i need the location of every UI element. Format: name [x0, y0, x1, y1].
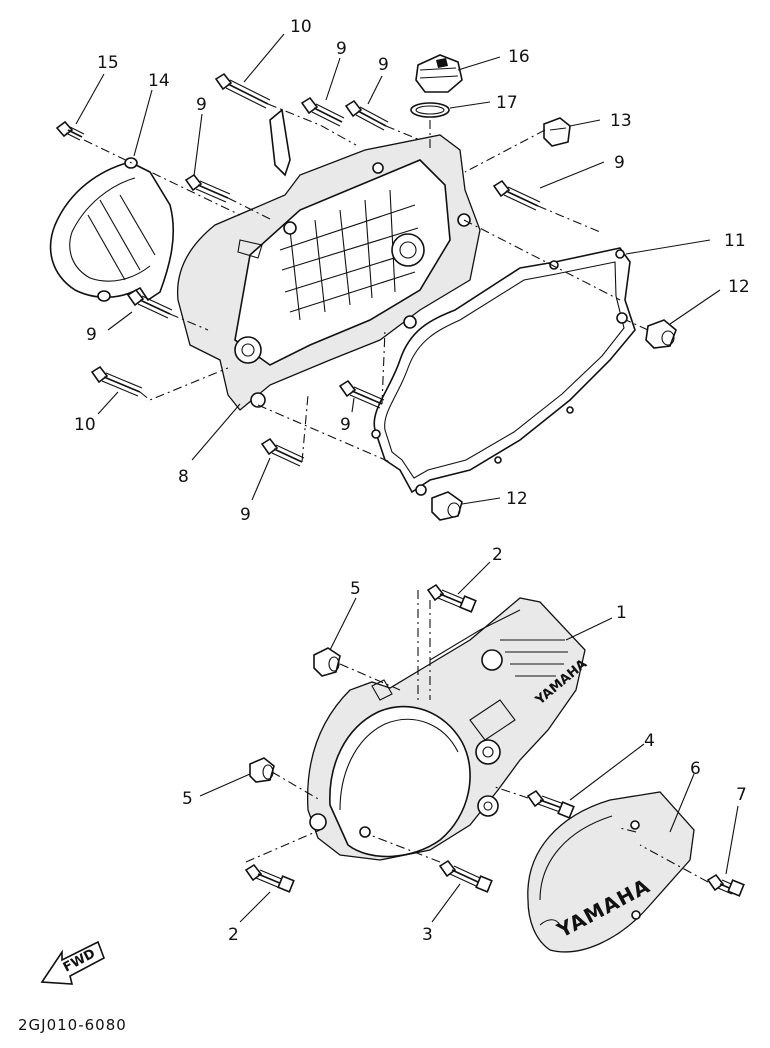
- part-5-dowel-upper: [313, 647, 341, 677]
- callout-9-b: 9: [378, 55, 389, 75]
- screw-10-top: [214, 72, 271, 109]
- alignment-lines-upper: [83, 103, 649, 463]
- callout-4: 4: [644, 731, 655, 751]
- screw-9-a: [300, 96, 345, 127]
- screw-9-d: [492, 179, 541, 211]
- callout-12-lower: 12: [506, 489, 528, 509]
- callout-labels: 15 14 10 9 9 9 16 17 13 9 11 12 9 10 9 8…: [74, 17, 750, 945]
- callout-3: 3: [422, 925, 433, 945]
- part-17-o-ring: [410, 102, 450, 118]
- screw-9-g: [260, 437, 305, 467]
- callout-5-top: 5: [350, 579, 361, 599]
- screw-9-b: [344, 99, 389, 131]
- drawing-code: 2GJ010-6080: [18, 1016, 127, 1034]
- callout-2-top: 2: [492, 545, 503, 565]
- callout-8: 8: [178, 467, 189, 487]
- callout-12-upper: 12: [728, 277, 750, 297]
- callout-16: 16: [508, 47, 530, 67]
- screw-7: [706, 873, 745, 897]
- screw-10-left: [90, 365, 143, 397]
- screw-3: [438, 859, 493, 893]
- part-12-dowel-lower: [431, 491, 463, 521]
- part-13-cap: [543, 117, 571, 147]
- callout-9-e: 9: [86, 325, 97, 345]
- callout-10-top: 10: [290, 17, 312, 37]
- callout-17: 17: [496, 93, 518, 113]
- callout-9-a: 9: [336, 39, 347, 59]
- part-5-dowel-lower: [249, 757, 275, 783]
- screw-4: [526, 789, 575, 819]
- screw-2-left: [244, 863, 295, 893]
- screw-9-f: [338, 379, 385, 409]
- callout-15: 15: [97, 53, 119, 73]
- callout-9-f: 9: [340, 415, 351, 435]
- part-12-dowel-upper: [645, 319, 677, 349]
- callout-2-left: 2: [228, 925, 239, 945]
- callout-10-left: 10: [74, 415, 96, 435]
- part-14-round-cover: [49, 157, 175, 302]
- screw-9-e: [126, 288, 173, 319]
- callout-5-left: 5: [182, 789, 193, 809]
- callout-11: 11: [724, 231, 746, 251]
- callout-1: 1: [616, 603, 627, 623]
- callout-9-g: 9: [240, 505, 251, 525]
- callout-9-d: 9: [614, 153, 625, 173]
- callout-7: 7: [736, 785, 747, 805]
- screw-9-c: [184, 173, 231, 203]
- part-8-crankcase-cover: [176, 108, 481, 411]
- part-1-crankcase-cover-outer: YAMAHA: [306, 597, 590, 861]
- part-16-oil-filler-plug: [415, 54, 463, 93]
- alignment-lines-lower: [245, 590, 709, 883]
- screw-15: [55, 120, 85, 141]
- callout-6: 6: [690, 759, 701, 779]
- part-11-gasket: [371, 247, 636, 496]
- leader-lines-upper: [75, 33, 721, 505]
- screw-2-top: [426, 583, 477, 613]
- callout-9-c: 9: [196, 95, 207, 115]
- leader-lines-lower: [199, 561, 739, 923]
- callout-13: 13: [610, 111, 632, 131]
- callout-14: 14: [148, 71, 170, 91]
- fwd-direction-arrow: FWD: [40, 940, 105, 985]
- part-6-yamaha-cover: YAMAHA: [527, 791, 695, 953]
